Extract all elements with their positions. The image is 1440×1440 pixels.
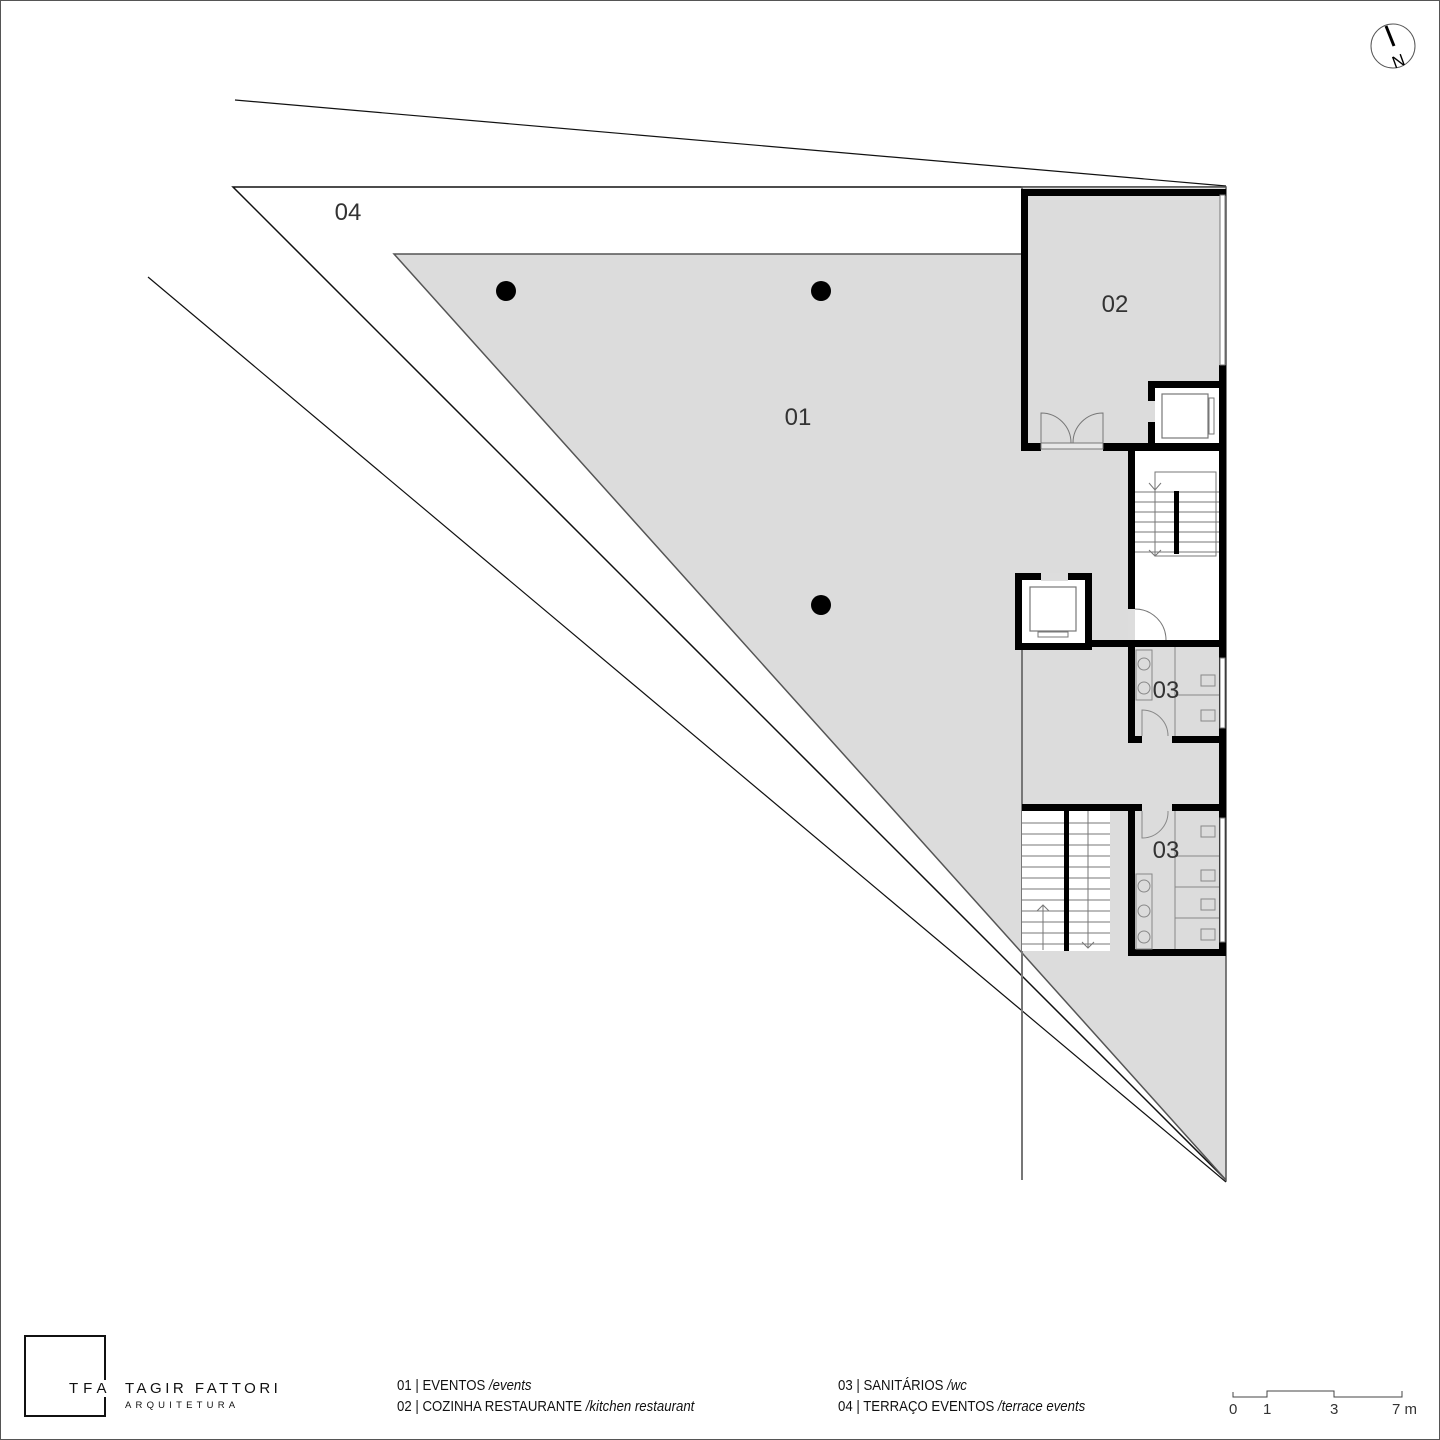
column (811, 595, 831, 615)
room-label-03: 03 (1153, 677, 1180, 704)
window (1219, 194, 1226, 366)
legend-column-1: 01 | EVENTOS /events 02 | COZINHA RESTAU… (397, 1375, 694, 1417)
elevator (1015, 573, 1128, 650)
site-boundary-line (147, 276, 1227, 1183)
brand-logo (24, 1335, 106, 1417)
scale-bar (1232, 1390, 1403, 1398)
legend-item: 02 | COZINHA RESTAURANTE /kitchen restau… (397, 1398, 695, 1415)
brand-subtitle: ARQUITETURA (125, 1400, 240, 1411)
scale-tick-label: 3 (1330, 1401, 1339, 1418)
legend-item: 04 | TERRAÇO EVENTOS /terrace events (838, 1398, 1086, 1415)
wc-fixtures (1135, 810, 1219, 950)
wc-walls (1128, 646, 1226, 743)
window (1219, 817, 1226, 943)
scale-tick-label: 7 m (1392, 1401, 1418, 1418)
room-label-04: 04 (335, 199, 362, 226)
column (496, 281, 516, 301)
wc-fixtures (1135, 647, 1219, 737)
brand-name: TAGIR FATTORI (125, 1380, 282, 1397)
kitchen-walls (1021, 189, 1226, 455)
room-label-01: 01 (785, 404, 812, 431)
site-boundary-line (234, 99, 1227, 187)
stair-divider (1174, 491, 1179, 554)
room-label-02: 02 (1102, 291, 1129, 318)
legend-item: 01 | EVENTOS /events (397, 1377, 532, 1394)
column (811, 281, 831, 301)
stair-door (1128, 608, 1167, 641)
legend-item: 03 | SANITÁRIOS /wc (838, 1377, 967, 1394)
scale-tick-label: 1 (1263, 1401, 1272, 1418)
brand-abbr: TFA (69, 1380, 114, 1397)
room-label-03: 03 (1153, 837, 1180, 864)
terrace-outline (231, 186, 1227, 1181)
north-arrow-icon: N (1370, 23, 1416, 72)
svg-text:N: N (1389, 50, 1407, 72)
scale-tick-label: 0 (1229, 1401, 1238, 1418)
legend-column-2: 03 | SANITÁRIOS /wc 04 | TERRAÇO EVENTOS… (838, 1375, 1085, 1417)
stair-core-walls (1128, 450, 1226, 760)
double-door (1040, 412, 1104, 450)
window (1219, 657, 1226, 729)
stair-2 (1022, 811, 1110, 951)
service-lift (1155, 388, 1219, 443)
floor-area-events (392, 186, 1227, 1182)
